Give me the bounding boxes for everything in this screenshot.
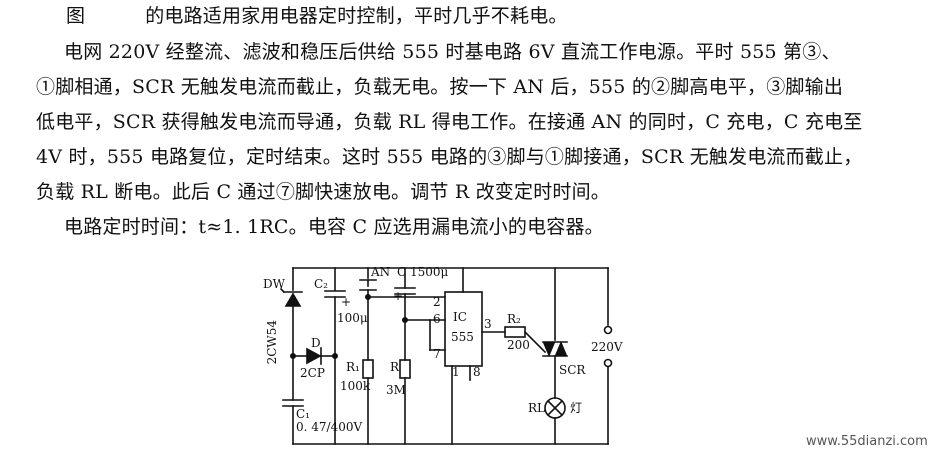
label-c2: C₂	[314, 277, 328, 291]
label-pin6: 6	[433, 312, 441, 326]
resistor-r	[399, 359, 411, 379]
label-zener-model: 2CW54	[265, 320, 279, 365]
label-r2: R₂	[507, 312, 521, 326]
label-ic: IC	[453, 310, 467, 324]
label-r-value: 3M	[386, 383, 406, 397]
label-r: R	[390, 360, 400, 374]
label-mains: 220V	[591, 340, 623, 354]
text-line-1-rest: 的电路适用家用电器定时控制，平时几乎不耗电。	[145, 5, 568, 27]
label-pin7: 7	[433, 347, 441, 361]
figure-ref: 图	[66, 5, 86, 27]
label-c1-value: 0. 47/400V	[296, 420, 363, 434]
zener-diode-flag	[279, 287, 286, 294]
label-c-value: 1500μ	[410, 265, 449, 279]
label-c2-value: 100μ	[337, 311, 368, 325]
mains-terminal-top	[603, 325, 613, 335]
label-pin3: 3	[484, 317, 492, 331]
label-ic-model: 555	[451, 330, 474, 344]
scr-triangle-right	[554, 340, 568, 356]
label-scr: SCR	[559, 363, 586, 377]
ic-555-box	[444, 291, 483, 367]
label-plus-c: +	[393, 289, 404, 303]
label-pin2: 2	[433, 295, 441, 309]
watermark: www.55dianzi.com	[806, 434, 928, 449]
label-plus-c2: +	[341, 295, 352, 309]
label-c: C	[397, 265, 407, 279]
diode-d-body	[306, 347, 322, 365]
label-rl: RL	[528, 401, 546, 415]
label-pin8: 8	[473, 365, 481, 379]
resistor-r1	[362, 359, 374, 379]
label-d-model: 2CP	[300, 366, 325, 380]
label-r2-value: 200	[507, 338, 530, 352]
label-c1: C₁	[296, 407, 310, 421]
text-line-3: ①脚相通，SCR 无触发电流而截止，负载无电。按一下 AN 后，555 的②脚高…	[36, 76, 844, 98]
label-d: D	[311, 336, 321, 350]
scr-triangle-left	[542, 342, 556, 358]
lamp-cross-2	[546, 399, 564, 417]
text-line-6: 负载 RL 断电。此后 C 通过⑦脚快速放电。调节 R 改变定时时间。	[36, 181, 611, 203]
label-dw: DW	[263, 277, 285, 291]
text-line-7: 电路定时时间：t≈1. 1RC。电容 C 应选用漏电流小的电容器。	[64, 216, 604, 238]
junction-c2	[331, 352, 338, 359]
text-line-1: 图 的电路适用家用电器定时控制，平时几乎不耗电。	[66, 4, 568, 28]
label-r1-value: 100k	[340, 379, 371, 393]
text-line-4: 低电平，SCR 获得触发电流而导通，负载 RL 得电工作。在接通 AN 的同时，…	[36, 111, 863, 133]
label-lamp: 灯	[570, 401, 583, 415]
resistor-r2	[504, 326, 526, 338]
zener-diode-body	[284, 292, 302, 307]
mains-terminal-bottom	[603, 358, 613, 368]
gate-wire	[523, 330, 547, 354]
label-r1: R₁	[346, 360, 360, 374]
text-line-5: 4V 时，555 电路复位，定时结束。这时 555 电路的③脚与①脚接通，SCR…	[36, 146, 863, 168]
text-line-2: 电网 220V 经整流、滤波和稳压后供给 555 时基电路 6V 直流工作电源。…	[64, 41, 841, 63]
label-an: AN	[371, 265, 391, 279]
label-pin1: 1	[452, 365, 460, 379]
